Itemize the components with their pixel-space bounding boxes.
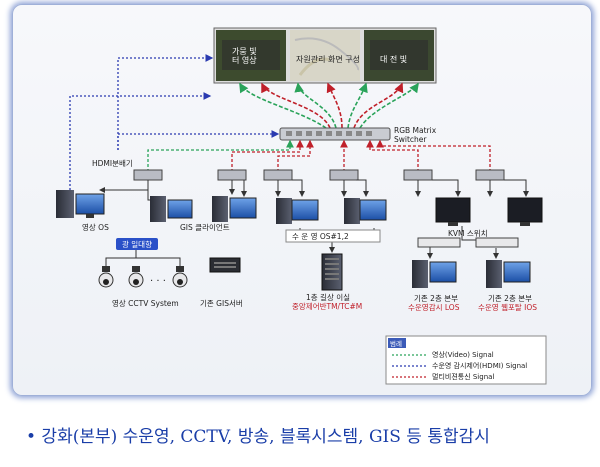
gwangju-dam-badge: [116, 238, 158, 250]
kvm-right-label-1: 기존 2층 본부: [488, 294, 532, 303]
svg-text:· · ·: · · ·: [150, 276, 166, 287]
blue-links: [69, 54, 280, 190]
video-os-pc: [56, 190, 105, 218]
legend-label-hdmi: 수운영 감시제어(HDMI) Signal: [432, 361, 527, 370]
server-room-label-2: 중앙제어반TM/TC#M: [292, 301, 362, 311]
water-os-pc-2: [344, 198, 387, 224]
kvm-switch-label: KVM 스위치: [448, 229, 488, 238]
gis-client-pc: [212, 196, 257, 222]
kvm-right-pc: [486, 260, 531, 288]
kvm-left-pc: [412, 260, 457, 288]
wall-center-text: 자원관리 화면 구성: [296, 54, 360, 64]
server-rack: [321, 253, 343, 291]
green-link: [147, 139, 294, 172]
converter-boxes: [133, 169, 505, 181]
video-os-label: 영상 OS: [82, 222, 109, 232]
kvm-switches: [417, 237, 519, 248]
cctv-system-label: 영상 CCTV System: [112, 298, 179, 308]
water-os-box: [285, 229, 381, 243]
legend-title: 범례: [390, 339, 402, 348]
cctv-cameras: · · ·: [98, 266, 188, 288]
wall-links: [239, 82, 419, 129]
gis-client-label: GIS 클라이언트: [180, 222, 230, 232]
gis-server: [209, 257, 241, 273]
video-os-pc-2: [150, 196, 193, 222]
wall-right-text: 대 전 빛: [380, 54, 407, 64]
kvm-monitors: [435, 197, 543, 226]
kvm-left-label-1: 기존 2층 본부: [414, 294, 458, 303]
red-links: [231, 139, 491, 172]
gwangju-dam-label: 광 일대향: [122, 239, 152, 249]
legend-label-multivision: 멀티비젼통신 Signal: [432, 372, 494, 381]
gis-server-label: 기존 GIS서버: [200, 298, 243, 308]
legend: 범례 영상(Video) Signal 수운영 감시제어(HDMI) Signa…: [385, 335, 547, 385]
kvm-left-label-2: 수운영감시 LOS: [408, 302, 460, 312]
caption: • 강화(본부) 수운영, CCTV, 방송, 블록시스템, GIS 등 통합감…: [26, 427, 490, 447]
water-os-label: 수 운 영 OS#1,2: [292, 231, 349, 241]
water-os-pc-1: [276, 198, 319, 224]
hdmi-splitter-label: HDMI분배기: [92, 159, 133, 168]
legend-label-video: 영상(Video) Signal: [432, 350, 494, 359]
cctv-links: [105, 250, 181, 266]
server-room-label-1: 1층 길상 이실: [306, 292, 350, 302]
kvm-right-label-2: 수운영 웹포탈 IOS: [478, 302, 537, 312]
